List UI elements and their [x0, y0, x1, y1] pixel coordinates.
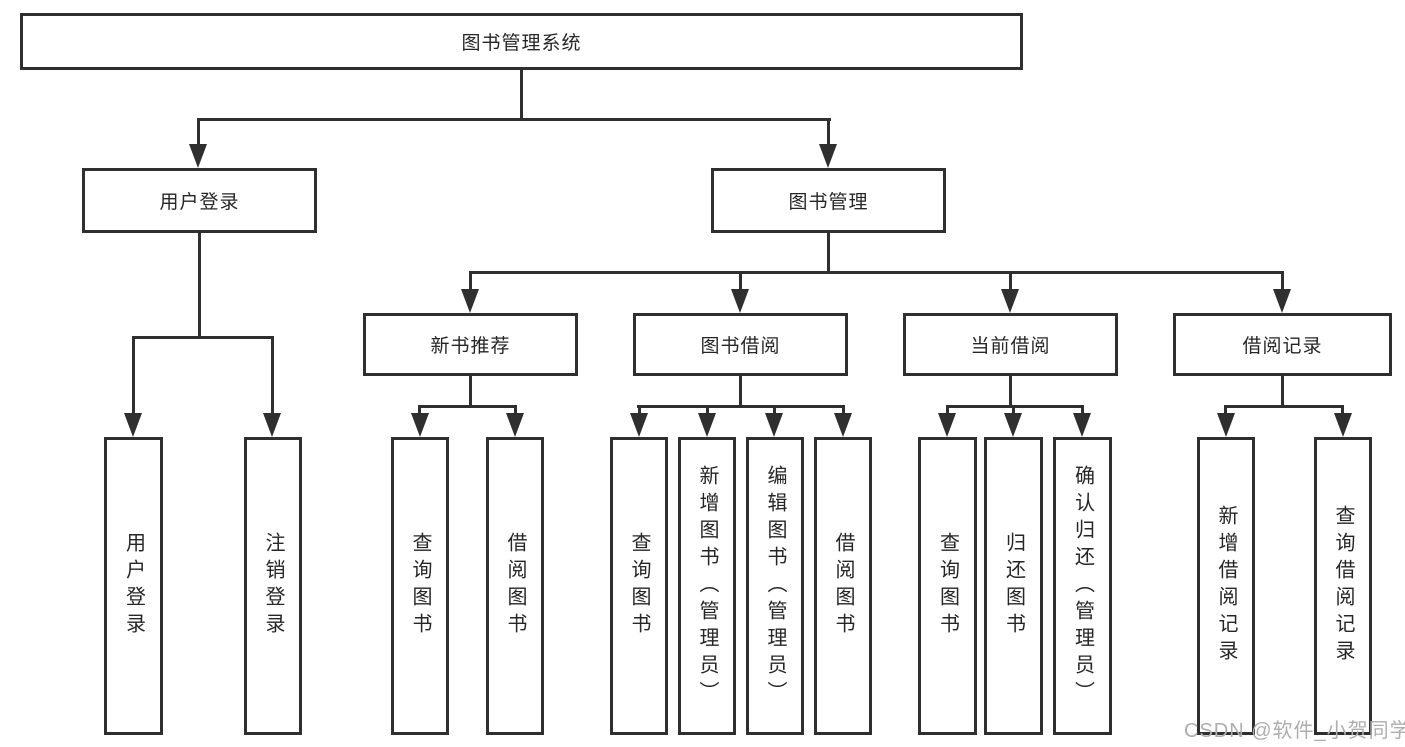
arrow-down-icon	[263, 413, 281, 437]
leaf-label: 编辑图书（管理员）	[764, 464, 786, 708]
connector-line	[638, 405, 641, 415]
arrow-down-icon	[461, 289, 479, 313]
leaf-label: 查询图书	[936, 532, 959, 640]
node-label: 图书管理	[788, 192, 869, 213]
connector-line	[418, 405, 517, 408]
arrow-down-icon	[938, 413, 956, 437]
leaf-add-books-admin: 新增图书（管理员）	[678, 437, 736, 735]
leaf-borrow-books: 借阅图书	[814, 437, 872, 735]
connector-line	[1012, 405, 1015, 415]
connector-line	[271, 336, 274, 415]
arrow-down-icon	[1334, 413, 1352, 437]
leaf-edit-books-admin: 编辑图书（管理员）	[746, 437, 804, 735]
leaf-return-books: 归还图书	[984, 437, 1043, 735]
leaf-label: 新增图书（管理员）	[696, 464, 718, 708]
csdn-watermark: CSDN @软件_小贺同学	[1184, 720, 1405, 742]
connector-line	[520, 69, 523, 118]
node-user-login: 用户登录	[82, 168, 317, 233]
arrow-down-icon	[1004, 413, 1022, 437]
leaf-logout: 注销登录	[244, 437, 302, 735]
connector-line	[739, 376, 742, 407]
node-book-borrowing: 图书借阅	[633, 313, 848, 376]
connector-line	[514, 405, 517, 415]
node-label: 图书借阅	[700, 336, 781, 357]
leaf-query-books-borrowing: 查询图书	[610, 437, 668, 735]
arrow-down-icon	[124, 413, 142, 437]
leaf-label: 借阅图书	[832, 532, 854, 640]
arrow-down-icon	[411, 413, 429, 437]
leaf-label: 确认归还（管理员）	[1071, 464, 1094, 708]
arrow-down-icon	[1001, 289, 1019, 313]
leaf-label: 用户登录	[122, 532, 145, 640]
leaf-label: 查询图书	[409, 532, 431, 640]
connector-line	[773, 405, 776, 415]
connector-line	[706, 405, 709, 415]
connector-line	[827, 118, 830, 146]
node-label: 新书推荐	[430, 336, 511, 357]
connector-line	[827, 233, 830, 273]
node-borrowing-records: 借阅记录	[1173, 313, 1392, 376]
connector-line	[418, 405, 421, 415]
connector-line	[132, 336, 135, 415]
arrow-down-icon	[765, 413, 783, 437]
leaf-add-borrow-record: 新增借阅记录	[1197, 437, 1255, 735]
node-label: 借阅记录	[1242, 336, 1323, 357]
connector-line	[197, 118, 831, 121]
arrow-down-icon	[1273, 289, 1291, 313]
arrow-down-icon	[630, 413, 648, 437]
connector-line	[1224, 405, 1227, 415]
node-label: 当前借阅	[970, 336, 1051, 357]
arrow-down-icon	[834, 413, 852, 437]
connector-line	[469, 271, 472, 292]
leaf-query-borrow-record: 查询借阅记录	[1314, 437, 1372, 735]
connector-line	[739, 271, 742, 292]
arrow-down-icon	[698, 413, 716, 437]
connector-line	[1281, 271, 1284, 292]
leaf-label: 新增借阅记录	[1215, 505, 1237, 667]
connector-line	[469, 376, 472, 407]
node-label: 用户登录	[159, 192, 240, 213]
connector-line	[842, 405, 845, 415]
connector-line	[469, 271, 1283, 274]
leaf-label: 注销登录	[262, 532, 284, 640]
leaf-confirm-return-admin: 确认归还（管理员）	[1053, 437, 1112, 735]
leaf-label: 查询图书	[628, 532, 650, 640]
connector-line	[637, 405, 845, 408]
connector-line	[946, 405, 949, 415]
leaf-query-books-recommend: 查询图书	[391, 437, 449, 735]
connector-line	[1009, 376, 1012, 407]
arrow-down-icon	[506, 413, 524, 437]
connector-line	[1224, 405, 1344, 408]
node-book-management: 图书管理	[711, 168, 946, 233]
leaf-borrow-books-recommend: 借阅图书	[486, 437, 544, 735]
connector-line	[132, 336, 274, 339]
connector-line	[1081, 405, 1084, 415]
leaf-label: 查询借阅记录	[1332, 505, 1354, 667]
leaf-query-books-current: 查询图书	[918, 437, 977, 735]
arrow-down-icon	[819, 144, 837, 168]
node-library-system: 图书管理系统	[20, 13, 1023, 70]
connector-line	[1009, 271, 1012, 292]
arrow-down-icon	[1217, 413, 1235, 437]
connector-line	[197, 118, 200, 146]
arrow-down-icon	[1073, 413, 1091, 437]
connector-line	[198, 233, 201, 337]
leaf-label: 借阅图书	[504, 532, 526, 640]
arrow-down-icon	[189, 144, 207, 168]
node-current-borrowing: 当前借阅	[903, 313, 1118, 376]
connector-line	[1281, 376, 1284, 407]
node-label: 图书管理系统	[461, 33, 582, 54]
arrow-down-icon	[731, 289, 749, 313]
node-new-book-recommend: 新书推荐	[363, 313, 578, 376]
connector-line	[1341, 405, 1344, 415]
leaf-label: 归还图书	[1002, 532, 1025, 640]
leaf-user-login: 用户登录	[104, 437, 163, 735]
connector-line	[946, 405, 1084, 408]
